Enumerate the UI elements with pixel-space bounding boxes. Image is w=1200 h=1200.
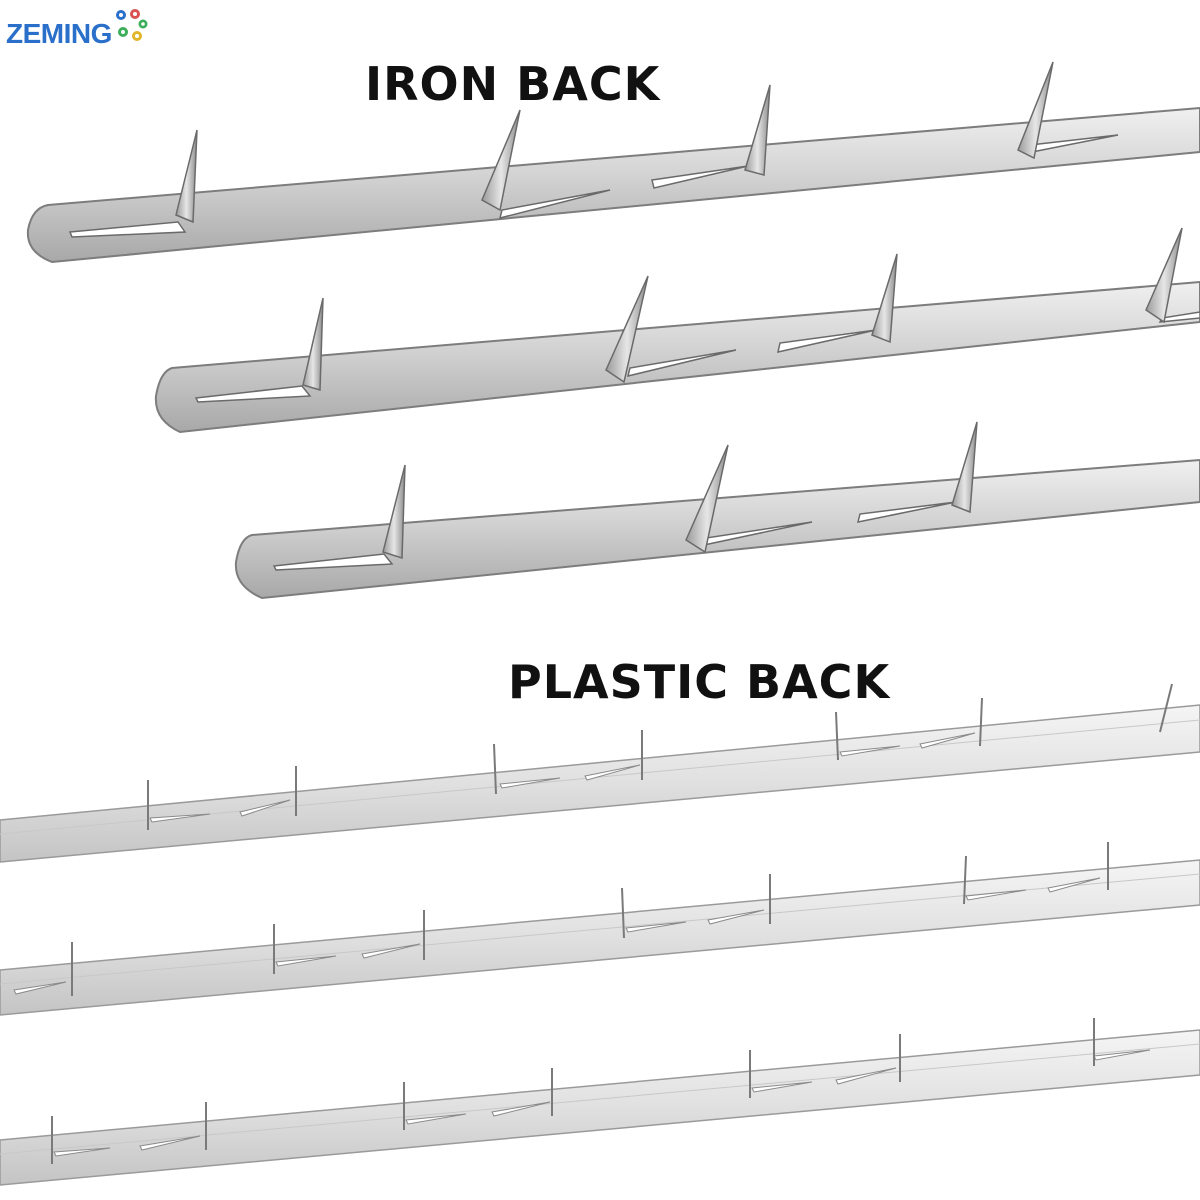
plastic-strip-2 bbox=[0, 842, 1200, 1016]
iron-strip-2 bbox=[154, 227, 1200, 434]
plastic-strip-3 bbox=[0, 1018, 1200, 1186]
plastic-back-heading: PLASTIC BACK bbox=[508, 655, 891, 709]
iron-back-heading: IRON BACK bbox=[365, 57, 661, 111]
plastic-strip-1 bbox=[0, 683, 1200, 863]
iron-strip-1 bbox=[26, 61, 1200, 264]
gear-cluster-icon bbox=[115, 9, 148, 41]
iron-strip-3 bbox=[234, 421, 1200, 600]
brand-name: ZEMING bbox=[6, 18, 112, 49]
brand-logo: ZEMING bbox=[6, 4, 149, 64]
